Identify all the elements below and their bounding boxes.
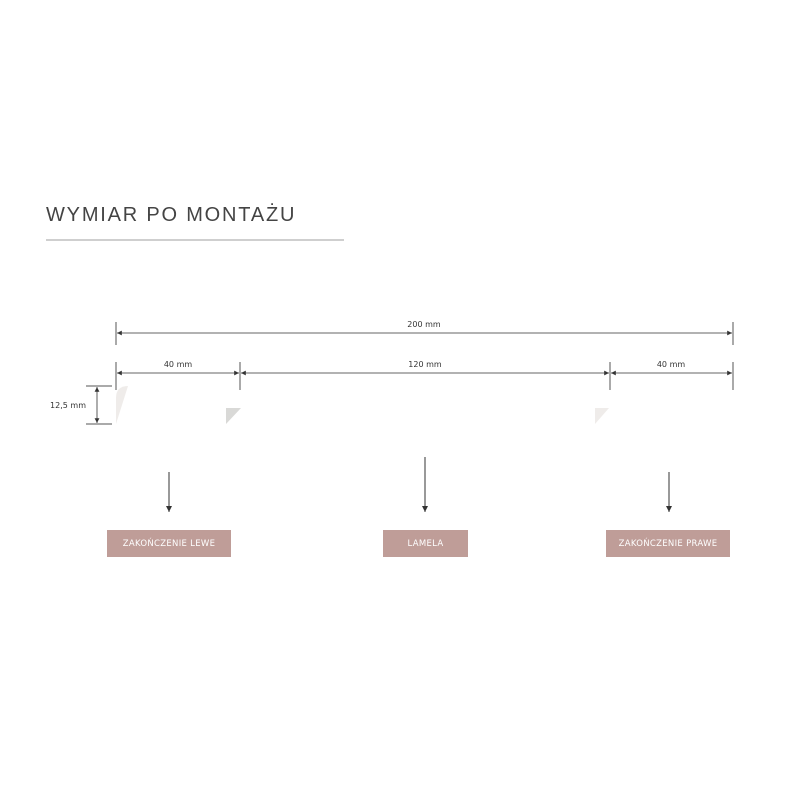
dimension-height-label: 12,5 mm [50,401,86,410]
dimension-left-end-label: 40 mm [164,360,193,369]
panel-profile [116,386,609,424]
dimension-total-label: 200 mm [407,320,441,329]
dimension-right-end: 40 mm [611,360,734,390]
right-end-profile [595,408,609,424]
label-left-end: ZAKOŃCZENIE LEWE [107,530,231,557]
dimension-right-end-label: 40 mm [657,360,686,369]
dimension-middle-label: 120 mm [408,360,442,369]
dimension-left-end: 40 mm [115,360,241,390]
dimension-total: 200 mm [115,320,734,345]
dimension-middle: 120 mm [241,360,611,390]
lamela-profile [226,408,241,424]
dimension-height: 12,5 mm [50,385,112,425]
left-end-profile [116,386,128,424]
label-lamela: LAMELA [383,530,468,557]
page-title: WYMIAR PO MONTAŻU [46,204,297,226]
label-right-end: ZAKOŃCZENIE PRAWE [606,530,730,557]
title-underline [46,239,344,241]
